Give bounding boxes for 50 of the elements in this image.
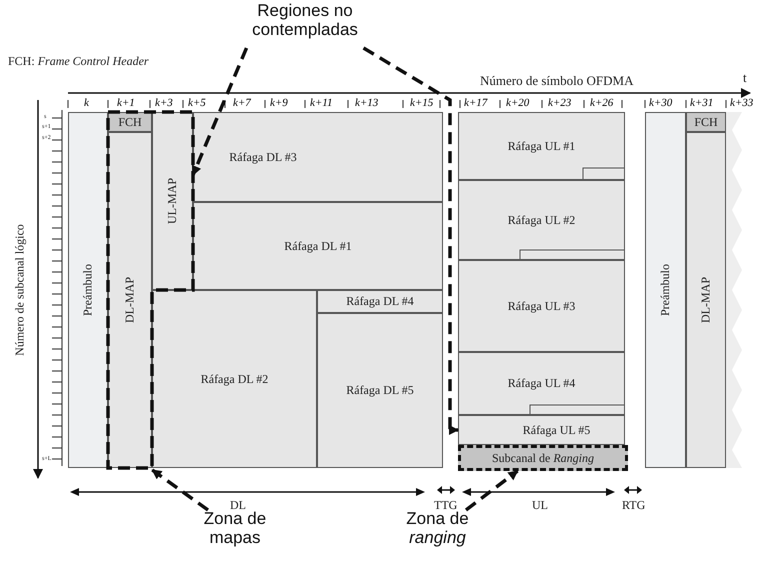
tick-label: k+1 bbox=[117, 97, 135, 109]
tick-label: k+5 bbox=[188, 97, 206, 109]
axis-title: Número de subcanal lógico bbox=[12, 224, 28, 356]
tick-label: k+13 bbox=[355, 97, 378, 109]
arrow bbox=[362, 46, 459, 435]
tick-label: k+9 bbox=[270, 97, 288, 109]
tick-label: k+30 bbox=[649, 97, 672, 109]
tick-label: k+17 bbox=[464, 97, 488, 109]
burst-block: Ráfaga DL #3 bbox=[193, 112, 443, 202]
legend-text: FCH: Frame Control Header bbox=[8, 54, 149, 69]
burst-block: Ráfaga DL #4 bbox=[317, 290, 443, 313]
interval-label: RTG bbox=[622, 498, 646, 513]
preamble-band: Preámbulo bbox=[645, 112, 686, 468]
header-block: FCH bbox=[686, 112, 726, 132]
callout-text: Zona de mapas bbox=[190, 510, 280, 556]
arrow bbox=[151, 468, 210, 512]
burst-block: Ráfaga UL #4 bbox=[458, 352, 625, 415]
callout-text: Regiones no contempladas bbox=[240, 2, 370, 48]
map-zone-outline bbox=[106, 110, 195, 470]
preamble-band: Preámbulo bbox=[68, 112, 108, 468]
burst-block: Ráfaga DL #1 bbox=[193, 202, 443, 290]
tick-label: k+33 bbox=[730, 97, 754, 109]
tick-label: k+11 bbox=[310, 97, 332, 109]
burst-block: Ráfaga DL #5 bbox=[317, 313, 443, 468]
tick-label: k+7 bbox=[233, 97, 251, 109]
interval-label: DL bbox=[230, 498, 246, 512]
header-block: FCH bbox=[108, 112, 152, 132]
axis-title: Número de símbolo OFDMA bbox=[480, 73, 634, 89]
burst-block: Ráfaga UL #5 bbox=[458, 415, 625, 445]
burst-block: Ráfaga DL #2 bbox=[152, 290, 317, 468]
arrow bbox=[191, 47, 248, 176]
burst-block: Ráfaga UL #1 bbox=[458, 112, 625, 180]
tick-label: k+15 bbox=[410, 97, 434, 109]
ranging-block: Subcanal de Ranging bbox=[458, 445, 628, 471]
axis-label: t bbox=[743, 70, 747, 86]
callout-text: Zona de ranging bbox=[390, 510, 485, 556]
burst-block: Ráfaga UL #2 bbox=[458, 180, 625, 260]
tick-label: k+31 bbox=[690, 97, 714, 109]
interval-label: UL bbox=[532, 498, 548, 513]
map-band: DL-MAP bbox=[108, 132, 152, 468]
arrow bbox=[464, 470, 519, 512]
tick-label: k+26 bbox=[590, 97, 614, 109]
interval-label: TTG bbox=[434, 498, 458, 512]
tick-label: k bbox=[84, 97, 89, 109]
tick-label: k+3 bbox=[155, 97, 173, 109]
map-band: UL-MAP bbox=[152, 112, 193, 290]
map-band: DL-MAP bbox=[686, 132, 726, 468]
tick-label: k+20 bbox=[506, 97, 530, 109]
tick-label: k+23 bbox=[548, 97, 572, 109]
burst-block: Ráfaga UL #3 bbox=[458, 260, 625, 352]
